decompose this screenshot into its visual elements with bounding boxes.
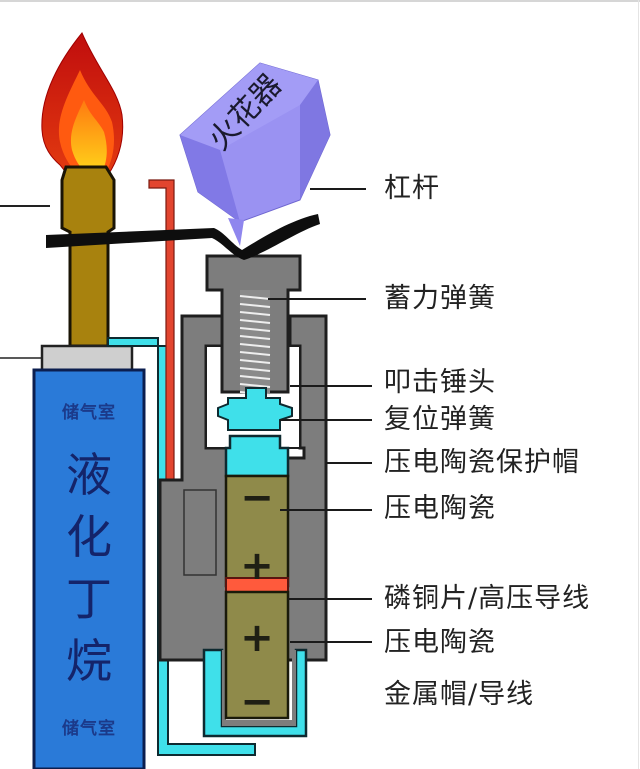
callout-hammer-head: 叩击锤头	[384, 367, 496, 398]
tank-top-small-label: 储气室	[62, 403, 116, 423]
spark-crystal	[179, 62, 331, 246]
housing-slot	[183, 489, 217, 576]
callout-lines	[268, 188, 372, 643]
callout-reset-spring: 复位弹簧	[384, 404, 496, 435]
tank-label-char-2: 化	[66, 510, 112, 564]
flame-icon	[41, 32, 124, 176]
right-border	[638, 0, 639, 769]
tank-label-char-1: 液	[66, 448, 112, 502]
tank-label-char-3: 丁	[66, 572, 112, 626]
tank-label-char-4: 烷	[66, 634, 112, 688]
hammer-head	[217, 387, 293, 431]
ceramic-cap	[224, 434, 290, 478]
crystal-sign-lower-bottom: −	[240, 679, 274, 725]
callout-ceramic-lower: 压电陶瓷	[384, 627, 496, 658]
crystal-sign-upper-bottom: +	[240, 543, 274, 589]
ceramic-lower	[224, 590, 290, 720]
callout-ceramic-upper: 压电陶瓷	[384, 493, 496, 524]
callout-energy-spring: 蓄力弹簧	[384, 283, 496, 314]
crystal-sign-upper-top: −	[240, 475, 274, 521]
callout-metal-cap: 金属帽/导线	[384, 679, 535, 710]
crystal-sign-lower-top: +	[240, 615, 274, 661]
callout-lever: 杠杆	[384, 173, 440, 204]
top-border	[0, 0, 640, 2]
butane-tank	[32, 368, 146, 769]
energy-spring	[239, 290, 271, 404]
gas-nozzle	[60, 165, 116, 348]
lever	[46, 214, 320, 260]
callout-ceramic-cap: 压电陶瓷保护帽	[384, 447, 580, 478]
callout-copper-sheet: 磷铜片/高压导线	[384, 583, 591, 614]
tank-bottom-small-label: 储气室	[62, 719, 116, 739]
cyan-tube-left	[107, 337, 256, 756]
valve-cap	[40, 344, 134, 372]
